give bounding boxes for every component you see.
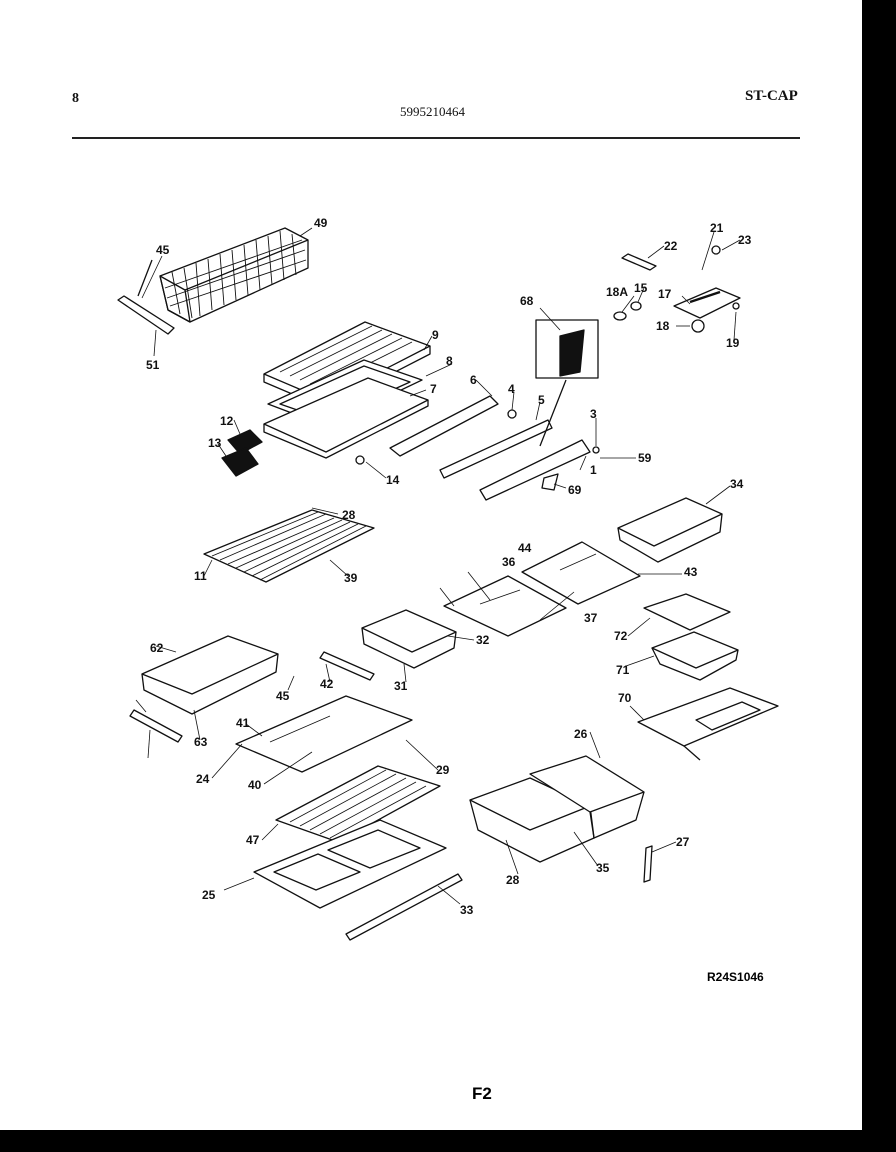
drawer-rail: [319, 651, 375, 681]
cheese-pan: [361, 609, 457, 669]
callout-19: 19: [726, 336, 740, 350]
header-rule: [72, 137, 800, 139]
screw: [732, 302, 740, 310]
callout-37: 37: [584, 611, 598, 625]
knob: [691, 319, 705, 333]
callout-72: 72: [614, 629, 628, 643]
callout-31: 31: [394, 679, 408, 693]
callout-59: 59: [638, 451, 652, 465]
wire-basket: [159, 227, 309, 323]
callout-22: 22: [664, 239, 678, 253]
small-pan: [651, 631, 739, 681]
callout-28: 28: [342, 508, 356, 522]
callout-24: 24: [196, 772, 210, 786]
glass-shelves: [443, 541, 641, 637]
callout-17: 17: [658, 287, 672, 301]
callout-26: 26: [574, 727, 588, 741]
screw: [711, 245, 721, 255]
callout-11: 11: [194, 569, 207, 583]
bottom-rail: [345, 873, 463, 941]
crisper-cover-insert: [263, 321, 431, 409]
drawer-divider: [643, 845, 653, 883]
callout-9: 9: [432, 328, 439, 342]
crisper-glass: [235, 695, 413, 773]
callout-70: 70: [618, 691, 632, 705]
callout-69: 69: [568, 483, 582, 497]
shelf-rail: [389, 395, 499, 457]
callout-14: 14: [386, 473, 400, 487]
callout-5: 5: [538, 393, 545, 407]
callout-18a: 18A: [606, 285, 628, 299]
callout-3: 3: [590, 407, 597, 421]
grommet: [507, 409, 517, 419]
callout-34: 34: [730, 477, 744, 491]
section-code: ST-CAP: [745, 88, 798, 104]
drawing-reference-code: R24S1046: [707, 970, 764, 984]
callout-63: 63: [194, 735, 208, 749]
callout-40: 40: [248, 778, 262, 792]
screw: [592, 446, 600, 454]
callout-71: 71: [616, 663, 630, 677]
callout-42: 42: [320, 677, 334, 691]
callout-27: 27: [676, 835, 690, 849]
clip: [541, 473, 559, 491]
cover-brackets: [221, 429, 263, 477]
stop: [355, 455, 365, 465]
callout-33: 33: [460, 903, 474, 917]
callout-12: 12: [220, 414, 234, 428]
callout-43: 43: [684, 565, 698, 579]
callout-28b: 28: [506, 873, 520, 887]
parts-diagram-sheet: 8 5995210464 ST-CAP: [0, 0, 862, 1130]
callout-4: 4: [508, 382, 515, 396]
callout-44: 44: [518, 541, 532, 555]
callout-18: 18: [656, 319, 670, 333]
wire-shelf: [203, 509, 375, 583]
callout-32: 32: [476, 633, 490, 647]
callout-29: 29: [436, 763, 450, 777]
dairy-tray: [617, 497, 723, 563]
callout-8: 8: [446, 354, 453, 368]
document-number: 5995210464: [400, 104, 465, 119]
callout-45: 45: [156, 243, 170, 257]
figure-label: F2: [472, 1084, 492, 1103]
drawer-rail: [129, 709, 183, 743]
basket-support: [117, 259, 175, 335]
callout-13: 13: [208, 436, 222, 450]
callout-45: 45: [276, 689, 290, 703]
page-number: 8: [72, 91, 79, 106]
callout-47: 47: [246, 833, 260, 847]
callout-25: 25: [202, 888, 216, 902]
callout-39: 39: [344, 571, 358, 585]
callout-15: 15: [634, 281, 648, 295]
exploded-parts-diagram: 49 45 51 22 21 23 18A 15 17 18 19 68 9 8…: [117, 216, 779, 941]
crisper-cover-grille: [275, 765, 441, 843]
control-housing: [613, 245, 741, 333]
callout-49: 49: [314, 216, 328, 230]
callout-6: 6: [470, 373, 477, 387]
callout-51: 51: [146, 358, 160, 372]
lower-rail: [479, 439, 591, 501]
callout-35: 35: [596, 861, 610, 875]
callout-62: 62: [150, 641, 164, 655]
crisper-support-frame: [253, 819, 447, 909]
crisper-frame: [637, 687, 779, 761]
control-detail-box: [535, 319, 599, 447]
callout-23: 23: [738, 233, 752, 247]
callout-36: 36: [502, 555, 516, 569]
crisper-drawers: [469, 755, 645, 863]
pan-cover: [643, 593, 731, 631]
callout-21: 21: [710, 221, 724, 235]
callout-7: 7: [430, 382, 437, 396]
callout-41: 41: [236, 716, 250, 730]
callout-68: 68: [520, 294, 534, 308]
leader-lines: [135, 227, 741, 905]
deli-drawer: [141, 635, 279, 715]
callout-1: 1: [590, 463, 597, 477]
callout-labels: 49 45 51 22 21 23 18A 15 17 18 19 68 9 8…: [146, 216, 752, 917]
slide-rail: [439, 419, 553, 479]
